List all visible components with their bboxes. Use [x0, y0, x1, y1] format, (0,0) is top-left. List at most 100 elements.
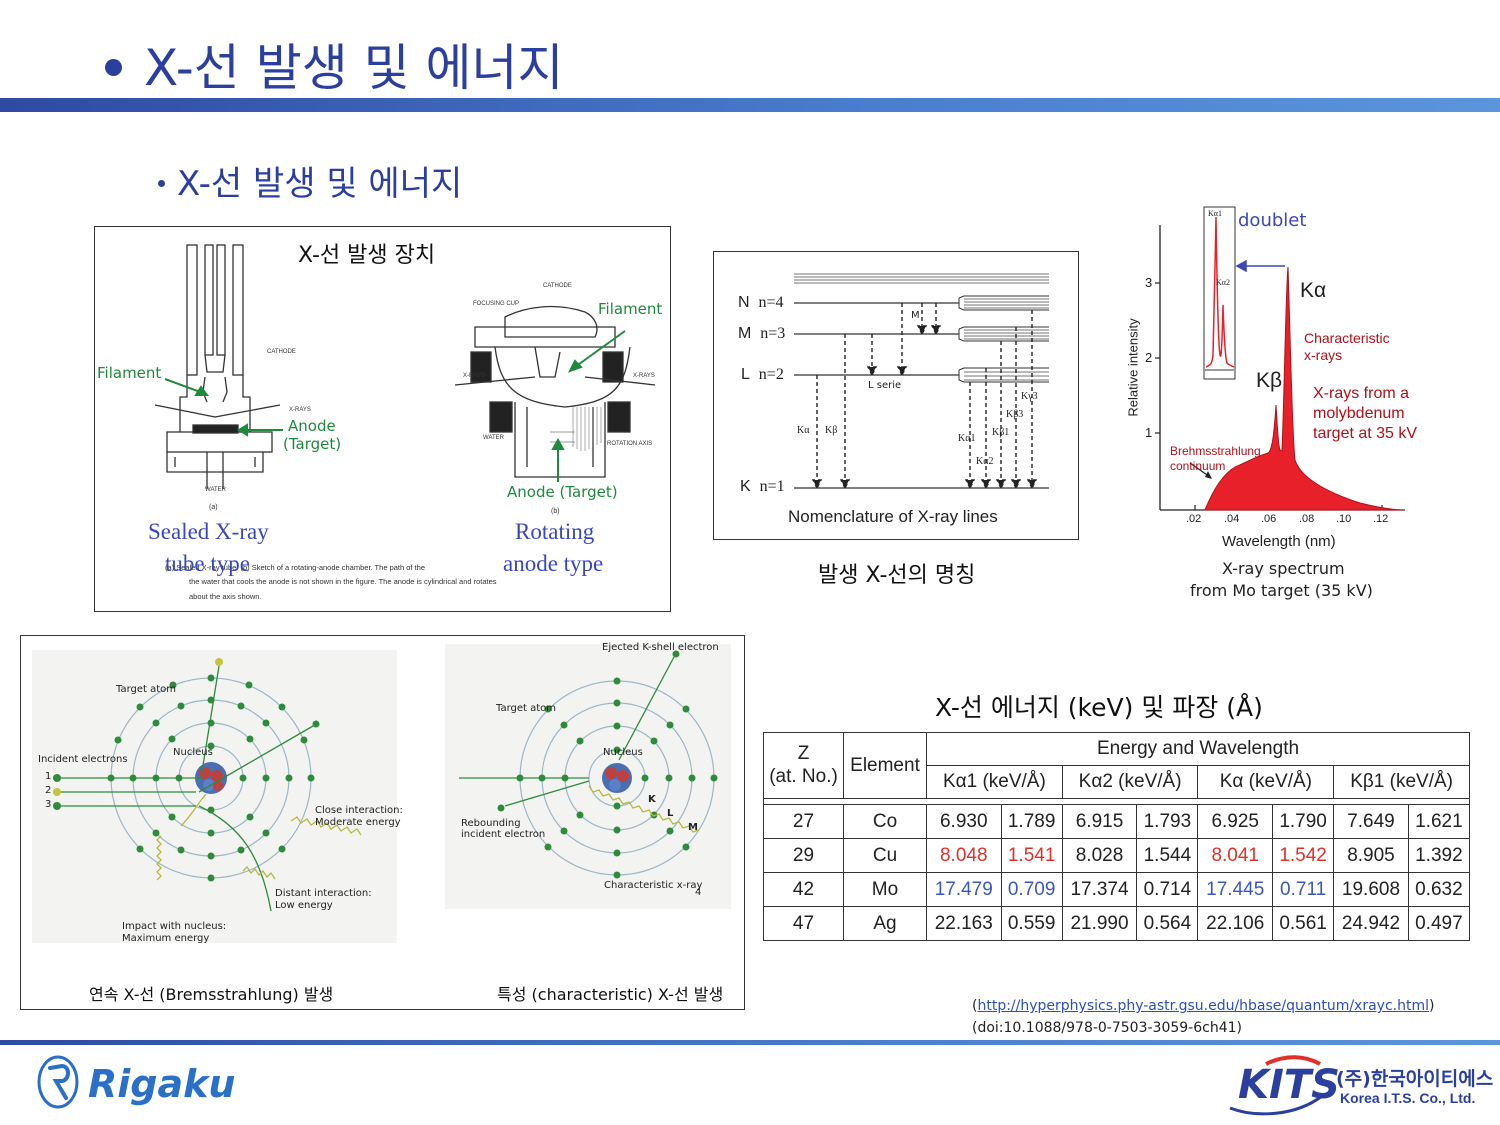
doublet-curve [1205, 216, 1235, 368]
incident-num-3: 3 [45, 799, 52, 810]
rotating-anode-drawing [454, 305, 656, 478]
header-energy-wavelength: Energy and Wavelength [926, 732, 1470, 766]
incident-electrons: Incident electrons [38, 754, 128, 765]
ytick-2: 2 [1145, 350, 1153, 365]
label-l-serie: L serie [868, 380, 902, 391]
anode-hatching [572, 407, 602, 451]
energy-level-diagram [794, 273, 1049, 490]
anode-left-sublabel: (Target) [283, 435, 342, 453]
energy-wavelength-table: Z(at. No.) Element Energy and Wavelength… [763, 732, 1471, 941]
kits-wordmark: KITS [1238, 1062, 1340, 1108]
scan-cathode-left: CATHODE [267, 349, 296, 355]
sealed-tube-drawing [154, 244, 281, 489]
xtick-1: .02 [1186, 513, 1202, 525]
spectrum-caption-1: X-ray spectrum [1222, 559, 1345, 578]
ytick-3: 3 [1145, 275, 1153, 290]
inset-ka1-label: Kα1 [1208, 209, 1222, 218]
nomenclature-figure: N n=4 M n=3 L n=2 K n=1 M L serie Kα Kβ … [713, 251, 1079, 540]
shell-label-k: K n=1 [740, 478, 785, 495]
brems-label-1: Brehmsstrahlung [1170, 444, 1261, 458]
scan-caption-line2: the water that cools the anode is not sh… [189, 577, 497, 586]
incident-num-2: 2 [45, 785, 52, 796]
continuum-lines [794, 273, 1049, 284]
atom-diagrams [53, 650, 718, 912]
bullet-icon [105, 59, 122, 76]
spectrum-xlabel: Wavelength (nm) [1222, 533, 1336, 550]
right-paths [459, 656, 675, 807]
rigaku-emblem-icon [37, 1055, 79, 1109]
rebound-label-2: incident electron [461, 829, 546, 840]
rebound-label: Rebounding [461, 818, 521, 829]
label-kg3: Kγ3 [1021, 391, 1038, 402]
scan-rotation-axis: ROTATION AXIS [607, 441, 652, 447]
left-atom-panel [32, 650, 397, 943]
label-ka: Kα [797, 425, 810, 436]
page-title: X-선 발생 및 에너지 [105, 28, 564, 100]
section-subtitle: X-선 발생 및 에너지 [158, 156, 462, 205]
subtitle-text: X-선 발생 및 에너지 [177, 164, 463, 204]
spectrum-doublet-label: doublet [1238, 210, 1307, 231]
distant-interaction: Distant interaction: [275, 888, 372, 899]
mo-label-1: X-rays from a [1313, 385, 1410, 402]
rigaku-wordmark: Rigaku [88, 1062, 236, 1106]
rotating-label-2: anode type [503, 551, 604, 576]
label-m-series: M [911, 310, 920, 321]
shell-label-l: L n=2 [741, 366, 784, 383]
sealed-label-2: tube type [165, 551, 250, 576]
impact-nucleus-2: Maximum energy [122, 933, 210, 944]
atom-interaction-figure: Target atom Incident electrons Nucleus 1… [20, 635, 745, 1010]
right-electrons [497, 650, 718, 879]
doublet-arrow [1235, 259, 1285, 273]
xtick-4: .08 [1299, 513, 1315, 525]
inset-ka2-label: Kα2 [1216, 278, 1230, 287]
characteristic-caption: 특성 (characteristic) X-선 발생 [497, 985, 724, 1004]
label-ka2: Kα2 [976, 456, 994, 467]
page-title-text: X-선 발생 및 에너지 [144, 39, 564, 97]
source-link[interactable]: http://hyperphysics.phy-astr.gsu.edu/hba… [977, 998, 1430, 1014]
right-num-4: 4 [695, 887, 702, 898]
scan-caption-line1: (a) Sealed X-ray tube. (b) Sketch of a r… [165, 563, 425, 572]
shell-l: L [667, 808, 674, 819]
char-label-1: Characteristic [1304, 330, 1390, 346]
ytick-1: 1 [1145, 425, 1153, 440]
scan-xrays-right1: X-RAYS [463, 373, 485, 379]
kits-swoosh-icon [1229, 1055, 1323, 1116]
shell-lines [794, 302, 1049, 489]
nucleus-left: Nucleus [173, 747, 213, 758]
label-kb1: Kβ1 [992, 427, 1010, 438]
green-arrows [164, 330, 626, 482]
scan-water-right: WATER [483, 435, 505, 441]
shell-m: M [688, 822, 698, 833]
filament-left-label: Filament [97, 364, 162, 382]
shell-label-n: N n=4 [738, 294, 784, 311]
mo-spectrum-figure: doublet Kα1 Kα2 Kα Kβ Characteristic x-r… [1120, 205, 1450, 605]
scan-xrays-left: X-RAYS [289, 407, 311, 413]
scan-water-left: WATER [205, 487, 227, 493]
anode-left-label: Anode [288, 417, 336, 435]
header-kb1: Kβ1 (keV/Å) [1333, 765, 1470, 799]
spectrum-chart [1155, 206, 1406, 511]
nomenclature-korean-caption: 발생 X-선의 명칭 [818, 563, 976, 588]
impact-nucleus: Impact with nucleus: [122, 921, 227, 932]
header-ka2: Kα2 (keV/Å) [1061, 765, 1199, 799]
shell-label-m: M n=3 [738, 325, 786, 342]
spectrum-curve [1204, 266, 1406, 511]
nucleus-right: Nucleus [603, 747, 643, 758]
scan-focusing-cup: FOCUSING CUP [473, 301, 519, 307]
table-title: X-선 에너지 (keV) 및 파장 (Å) [935, 693, 1263, 722]
mo-label-3: target at 35 kV [1313, 425, 1418, 442]
scan-cathode-right: CATHODE [543, 283, 572, 289]
spectrum-ka-label: Kα [1300, 279, 1327, 302]
distant-interaction-2: Low energy [275, 900, 333, 911]
english-company-name: Korea I.T.S. Co., Ltd. [1340, 1090, 1476, 1106]
device-figure-title: X-선 발생 장치 [298, 243, 436, 268]
close-interaction: Close interaction: [315, 805, 403, 816]
label-ka1: Kα1 [958, 433, 976, 444]
xray-device-figure: CATHODE X-RAYS WATER (a) CATHODE FOCUSIN… [94, 226, 671, 612]
header-element: Element [843, 732, 927, 799]
close-interaction-2: Moderate energy [315, 817, 401, 828]
incident-num-1: 1 [45, 771, 52, 782]
